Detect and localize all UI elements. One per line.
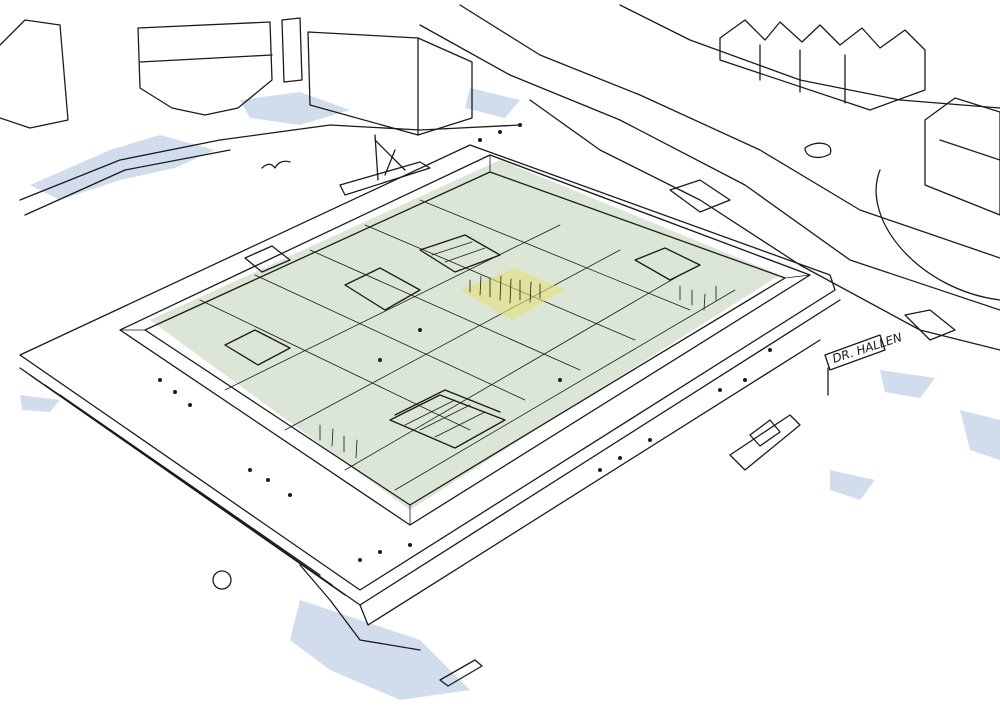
- garden-area-wash: [150, 160, 780, 510]
- people: [158, 123, 772, 562]
- trucks: [244, 179, 731, 273]
- tug-boat: [729, 414, 801, 471]
- small-boat: [439, 659, 483, 687]
- sailboat: [339, 134, 431, 196]
- car: [904, 309, 956, 341]
- garden-frame: [119, 154, 811, 526]
- crop-rows: [319, 275, 717, 459]
- garden-plots: [199, 199, 736, 491]
- pier-platform: [19, 144, 841, 651]
- roads: [419, 4, 1000, 351]
- courtyard-enclosures: [224, 247, 701, 366]
- city-buildings: [0, 17, 1000, 216]
- water-washes: [20, 88, 1000, 700]
- seagull: [261, 160, 291, 169]
- yellow-crop-field: [460, 268, 565, 320]
- greenhouses: [389, 234, 506, 449]
- life-ring: [212, 570, 232, 590]
- quay: [19, 124, 521, 216]
- sign-label: DR. HALLEN: [831, 330, 904, 366]
